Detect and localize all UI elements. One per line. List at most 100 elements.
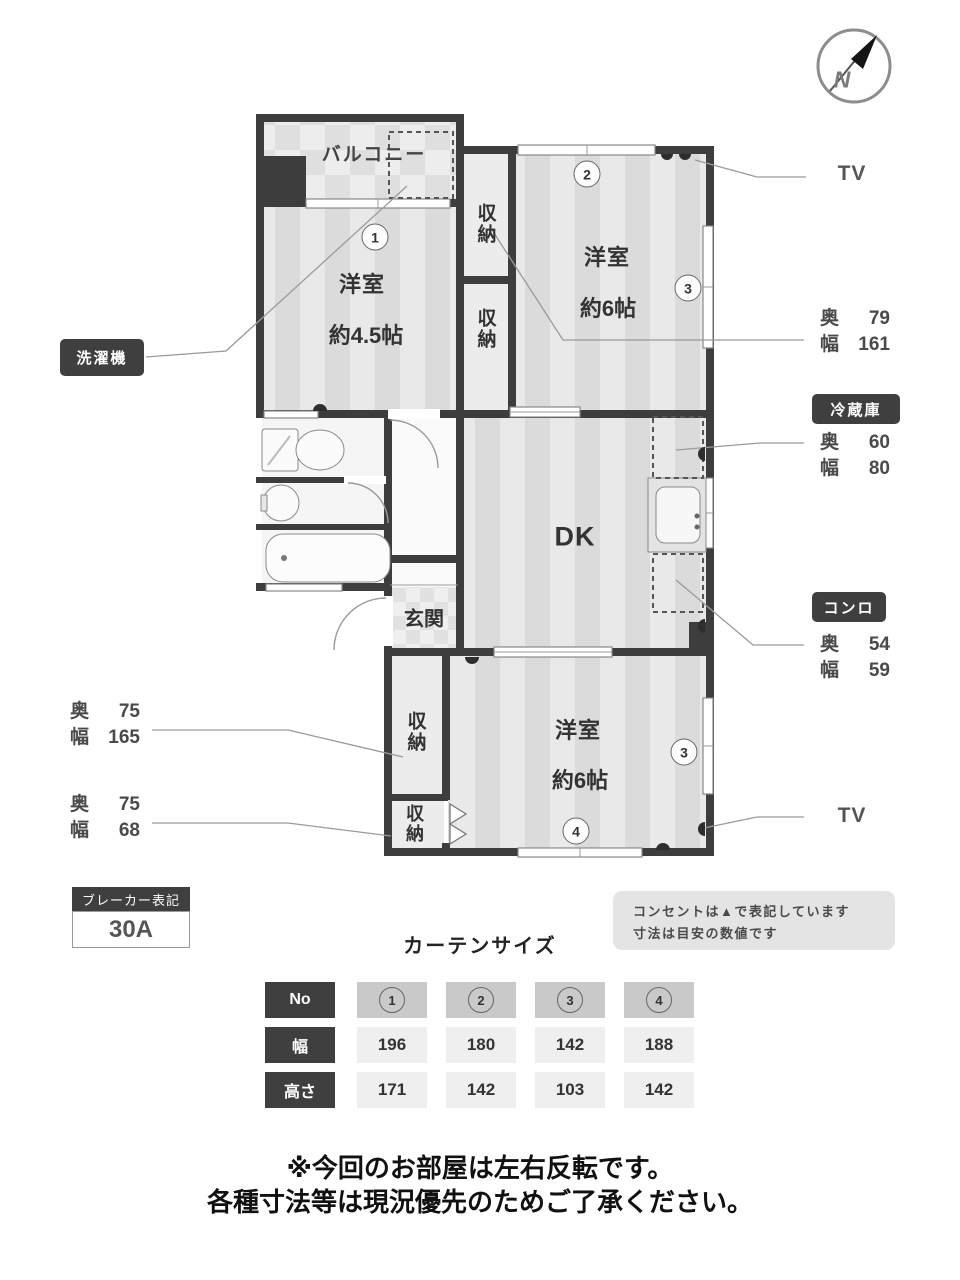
room1-name: 洋室: [338, 272, 386, 297]
width-label: 幅: [70, 727, 90, 749]
bathtub-drain: [281, 555, 287, 561]
curtain-width-row: 幅 196 180 142 188: [265, 1027, 694, 1063]
stove-leader: [675, 579, 804, 646]
curtain-table-title: カーテンサイズ: [403, 935, 557, 958]
closet-lower-small-dims: 奥 75 幅 68: [70, 792, 140, 844]
entrance-door-arc: [333, 597, 387, 651]
curtain-width-header: 幅: [265, 1027, 335, 1063]
tv-top-leader: [694, 159, 806, 178]
closet-lower-big-floor: [390, 654, 444, 796]
curtain-marker-3b: 3: [670, 738, 698, 766]
curtain-height-1: 171: [357, 1072, 427, 1108]
bifold-closet-door: [449, 802, 468, 846]
notice-box: コンセントは▲で表記しています 寸法は目安の数値です: [613, 891, 895, 950]
circled-number-1: 1: [379, 987, 405, 1013]
notice-line1: コンセントは▲で表記しています: [633, 904, 850, 919]
curtain-width-3: 142: [535, 1027, 605, 1063]
vestibule-floor: [390, 561, 458, 587]
width-value: 68: [118, 820, 140, 842]
dk-label: DK: [554, 521, 596, 552]
closet-lower-big-dims: 奥 75 幅 165: [70, 699, 140, 751]
width-value: 161: [858, 334, 890, 356]
curtain-marker-2: 2: [573, 160, 601, 188]
washer-tag: 洗濯機: [60, 339, 144, 376]
closet-small-leader: [152, 822, 392, 837]
curtain-width-1: 196: [357, 1027, 427, 1063]
washbasin-tap: [260, 494, 268, 512]
stove-tag: コンロ: [812, 592, 886, 622]
depth-label: 奥: [820, 432, 840, 453]
kitchen-sink: [655, 486, 701, 544]
room1-floor: [260, 203, 460, 414]
width-value: 80: [868, 458, 890, 480]
breaker-title: ブレーカー表記: [72, 887, 190, 911]
curtain-height-2: 142: [446, 1072, 516, 1108]
door-openings: [344, 409, 440, 646]
curtain-width-4: 188: [624, 1027, 694, 1063]
hallway-floor: [390, 416, 458, 557]
compass: [816, 28, 892, 104]
depth-value: 79: [868, 308, 890, 329]
curtain-height-row: 高さ 171 142 103 142: [265, 1072, 694, 1108]
notice-line2: 寸法は目安の数値です: [633, 926, 779, 942]
width-value: 165: [108, 727, 140, 749]
washer-leader: [145, 185, 408, 358]
toilet-bowl: [295, 429, 345, 471]
tv-bottom-leader: [703, 816, 804, 829]
curtain-header-row: No 1 2 3 4: [265, 982, 694, 1018]
breaker-value: 30A: [72, 911, 190, 948]
closet-lower-small-label: 収納: [406, 803, 424, 844]
curtain-col-1: 1: [357, 982, 427, 1018]
washbasin: [262, 484, 300, 522]
curtain-col-3: 3: [535, 982, 605, 1018]
closet-upper-leader: [491, 229, 804, 341]
width-label: 幅: [70, 820, 90, 842]
depth-label: 奥: [70, 794, 90, 815]
room1-door-arc: [389, 419, 439, 469]
width-value: 59: [868, 660, 890, 682]
depth-value: 75: [118, 794, 140, 815]
fridge-space: [652, 416, 704, 479]
room3-size: 約6帖: [551, 768, 609, 793]
closet-top-floor: [462, 152, 510, 278]
genkan-label: 玄関: [404, 608, 444, 631]
closet-big-leader: [152, 729, 404, 758]
curtain-table: No 1 2 3 4 幅 196 180 142 188 高さ 171 142 …: [265, 982, 694, 1117]
depth-value: 75: [118, 701, 140, 722]
depth-label: 奥: [70, 701, 90, 722]
tv-top-label: TV: [837, 162, 867, 185]
outlet-marks: [313, 154, 705, 850]
compass-north-label: N: [833, 66, 851, 93]
depth-label: 奥: [820, 308, 840, 329]
fridge-tag: 冷蔵庫: [812, 394, 900, 424]
curtain-marker-3a: 3: [674, 274, 702, 302]
tv-bottom-label: TV: [837, 804, 867, 827]
wall-pillar: [256, 156, 306, 207]
genkan-floor: [390, 587, 458, 650]
curtain-height-4: 142: [624, 1072, 694, 1108]
door-arcs: [333, 419, 439, 651]
closet-lower-big-label: 収納: [407, 711, 427, 754]
curtain-no-header: No: [265, 982, 335, 1018]
washer-space: [388, 131, 454, 199]
washroom-door-arc: [347, 482, 389, 524]
room3-name: 洋室: [554, 718, 602, 743]
curtain-height-3: 103: [535, 1072, 605, 1108]
footer-note-line1: ※今回のお部屋は左右反転です。: [286, 1153, 674, 1183]
closet-lower-small-floor: [390, 799, 444, 850]
bathtub: [265, 533, 391, 583]
fixtures: [260, 131, 707, 613]
curtain-width-2: 180: [446, 1027, 516, 1063]
curtain-col-2: 2: [446, 982, 516, 1018]
room3-floor: [448, 654, 708, 850]
closet-mid-label: 収納: [477, 308, 497, 351]
room2-size: 約6帖: [579, 296, 637, 321]
depth-label: 奥: [820, 634, 840, 655]
circled-number-2: 2: [468, 987, 494, 1013]
compass-circle: [816, 28, 892, 104]
curtain-height-header: 高さ: [265, 1072, 335, 1108]
depth-value: 54: [868, 634, 890, 655]
